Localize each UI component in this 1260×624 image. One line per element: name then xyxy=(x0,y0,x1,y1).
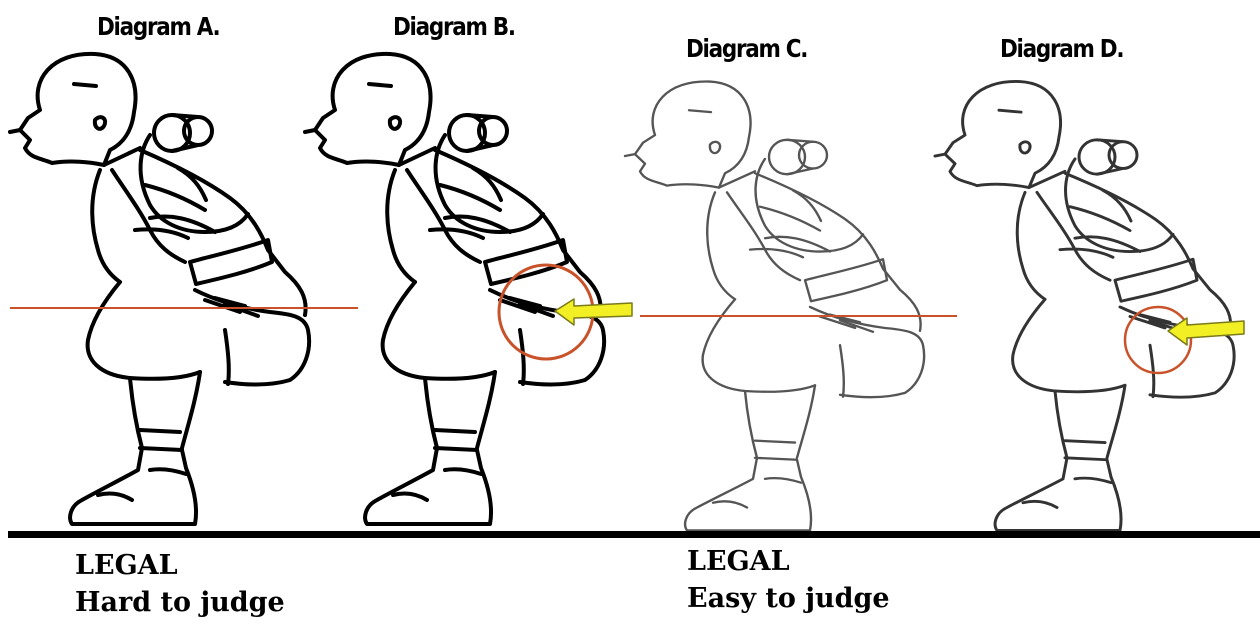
lifter-figure-b xyxy=(305,54,604,524)
caption-left-status: LEGAL xyxy=(75,547,285,584)
caption-right-status: LEGAL xyxy=(687,543,890,580)
lifter-figure-a xyxy=(10,54,309,524)
lifter-figure-c xyxy=(625,81,924,530)
caption-right-note: Easy to judge xyxy=(687,580,890,617)
caption-right: LEGAL Easy to judge xyxy=(687,543,890,617)
caption-left-note: Hard to judge xyxy=(75,584,285,621)
floor-line xyxy=(8,531,1260,538)
caption-left: LEGAL Hard to judge xyxy=(75,547,285,621)
lifter-figure-d xyxy=(935,81,1234,530)
